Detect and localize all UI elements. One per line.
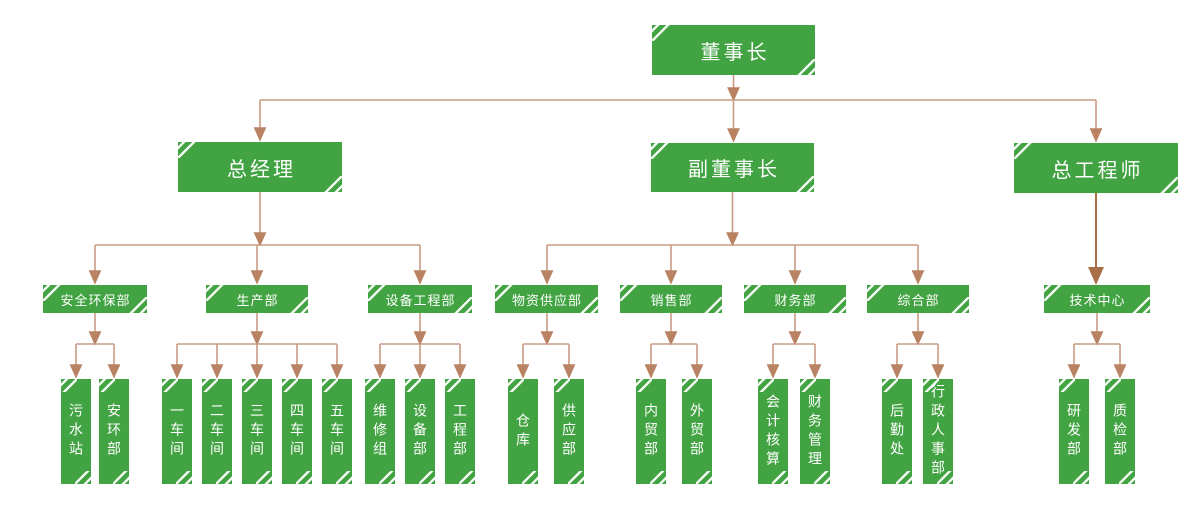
node-label: 董事长 xyxy=(700,41,770,64)
org-node-chairman[interactable]: 董事长 xyxy=(652,25,815,75)
node-label: 五车间 xyxy=(329,403,345,460)
connector-generalaffairs-children xyxy=(890,313,945,379)
org-node-accounting-unit[interactable]: 会计核算 xyxy=(758,379,788,484)
org-node-safety-env-dept[interactable]: 安全环保部 xyxy=(43,285,147,313)
node-label: 安全环保部 xyxy=(60,292,131,308)
node-label: 技术中心 xyxy=(1069,292,1126,308)
node-label: 研发部 xyxy=(1066,403,1082,460)
node-label: 物资供应部 xyxy=(511,292,582,308)
node-label: 会计核算 xyxy=(765,393,781,470)
node-label: 四车间 xyxy=(289,403,305,460)
org-node-logistics-office[interactable]: 后勤处 xyxy=(882,379,912,484)
org-node-maintenance-group[interactable]: 维修组 xyxy=(365,379,395,484)
node-label: 污水站 xyxy=(68,403,84,460)
org-node-foreign-trade-dept[interactable]: 外贸部 xyxy=(682,379,712,484)
org-node-workshop-1[interactable]: 一车间 xyxy=(162,379,192,484)
org-node-workshop-4[interactable]: 四车间 xyxy=(282,379,312,484)
org-node-quality-inspection-dept[interactable]: 质检部 xyxy=(1105,379,1135,484)
org-node-supply-dept[interactable]: 供应部 xyxy=(554,379,584,484)
connector-chairman-children xyxy=(253,75,1103,143)
org-node-equipment-dept[interactable]: 设备部 xyxy=(405,379,435,484)
org-node-safety-env-unit[interactable]: 安环部 xyxy=(99,379,129,484)
connector-production-children xyxy=(170,313,344,379)
org-node-sales-dept[interactable]: 销售部 xyxy=(620,285,722,313)
node-label: 三车间 xyxy=(249,403,265,460)
org-node-vice-chairman[interactable]: 副董事长 xyxy=(651,143,814,192)
node-label: 工程部 xyxy=(452,403,468,460)
connector-gm-children xyxy=(88,192,427,285)
connector-sales-children xyxy=(644,313,704,379)
org-node-warehouse[interactable]: 仓库 xyxy=(508,379,538,484)
node-label: 后勤处 xyxy=(889,403,905,460)
node-label: 总经理 xyxy=(227,158,296,181)
org-node-finance-dept[interactable]: 财务部 xyxy=(744,285,846,313)
org-node-workshop-2[interactable]: 二车间 xyxy=(202,379,232,484)
node-label: 财务管理 xyxy=(807,393,823,470)
node-label: 销售部 xyxy=(650,292,693,308)
org-node-sewage-station[interactable]: 污水站 xyxy=(61,379,91,484)
org-node-chief-engineer[interactable]: 总工程师 xyxy=(1014,143,1178,193)
connector-materialsupply-children xyxy=(516,313,576,379)
node-label: 供应部 xyxy=(561,403,577,460)
org-node-general-manager[interactable]: 总经理 xyxy=(178,142,342,192)
node-label: 安环部 xyxy=(106,403,122,460)
org-node-rnd-dept[interactable]: 研发部 xyxy=(1059,379,1089,484)
node-label: 设备部 xyxy=(412,403,428,460)
org-node-production-dept[interactable]: 生产部 xyxy=(206,285,308,313)
node-label: 仓库 xyxy=(515,412,531,451)
org-node-equipment-eng-dept[interactable]: 设备工程部 xyxy=(368,285,472,313)
node-label: 内贸部 xyxy=(643,403,659,460)
node-label: 维修组 xyxy=(372,403,388,460)
org-node-engineering-dept[interactable]: 工程部 xyxy=(445,379,475,484)
node-label: 外贸部 xyxy=(689,403,705,460)
connector-vicechairman-children xyxy=(540,192,925,285)
node-label: 总工程师 xyxy=(1051,159,1144,182)
node-label: 设备工程部 xyxy=(385,292,456,308)
node-label: 一车间 xyxy=(169,403,185,460)
org-node-material-supply-dept[interactable]: 物资供应部 xyxy=(495,285,598,313)
node-label: 二车间 xyxy=(209,403,225,460)
org-node-workshop-3[interactable]: 三车间 xyxy=(242,379,272,484)
node-label: 生产部 xyxy=(236,292,279,308)
connector-safety-children xyxy=(69,313,121,379)
node-label: 综合部 xyxy=(897,292,940,308)
org-node-financial-mgmt-unit[interactable]: 财务管理 xyxy=(800,379,830,484)
connector-equipmenteng-children xyxy=(373,313,467,379)
node-label: 行政人事部 xyxy=(930,384,946,479)
connector-finance-children xyxy=(766,313,822,379)
org-node-tech-center[interactable]: 技术中心 xyxy=(1044,285,1150,313)
node-label: 副董事长 xyxy=(688,159,780,181)
node-label: 财务部 xyxy=(774,292,817,308)
org-node-general-affairs-dept[interactable]: 综合部 xyxy=(867,285,969,313)
org-node-domestic-trade-dept[interactable]: 内贸部 xyxy=(636,379,666,484)
connector-techcenter-children xyxy=(1067,313,1127,379)
node-label: 质检部 xyxy=(1112,403,1128,460)
org-node-workshop-5[interactable]: 五车间 xyxy=(322,379,352,484)
org-node-admin-hr-dept[interactable]: 行政人事部 xyxy=(923,379,953,484)
